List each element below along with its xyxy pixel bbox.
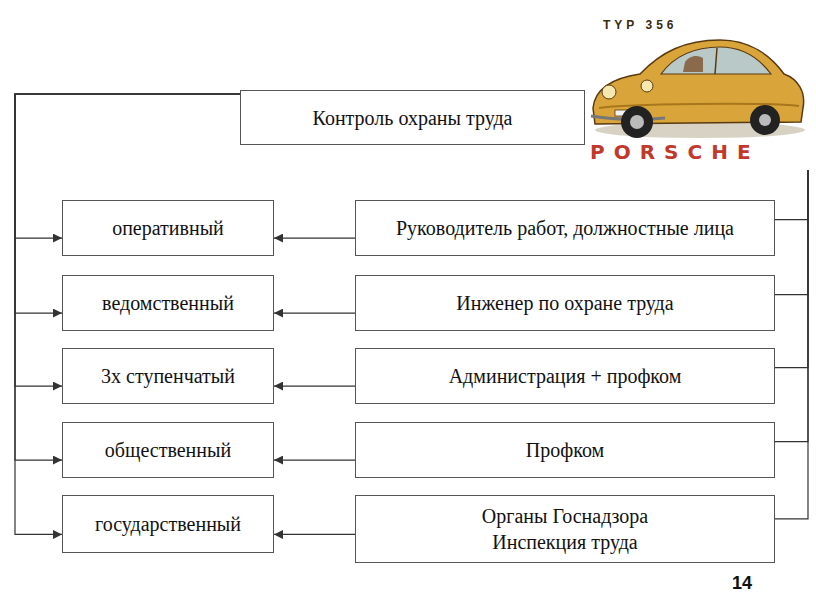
- responsible-box: Руководитель работ, должностные лица: [355, 200, 775, 256]
- wheel: [750, 105, 780, 135]
- illustration-ground: [585, 12, 810, 170]
- root-box: Контроль охраны труда: [240, 90, 585, 145]
- page-number: 14: [732, 573, 752, 594]
- box-label: ведомственный: [102, 290, 234, 316]
- responsible-box: Профком: [355, 422, 775, 478]
- headlight: [641, 80, 653, 92]
- connector-line: [274, 312, 355, 313]
- box-label: 3х ступенчатый: [101, 363, 235, 389]
- control-type-box: ведомственный: [62, 275, 274, 331]
- responsible-box: Инженер по охране труда: [355, 275, 775, 331]
- window-pillar: [715, 48, 717, 74]
- box-label: Инженер по охране труда: [456, 290, 673, 316]
- control-type-box: 3х ступенчатый: [62, 348, 274, 404]
- connector-line: [274, 237, 355, 238]
- box-label: оперативный: [112, 215, 224, 241]
- wheel: [621, 106, 653, 138]
- image-caption: TYP 356: [603, 18, 677, 32]
- box-label: общественный: [105, 437, 231, 463]
- connector-line: [274, 459, 355, 460]
- wheel-hub: [630, 115, 644, 129]
- box-label: Администрация + профком: [449, 363, 682, 389]
- responsible-box: Администрация + профком: [355, 348, 775, 404]
- driver-figure: [683, 56, 703, 72]
- connector-line: [274, 534, 355, 535]
- control-type-box: общественный: [62, 422, 274, 478]
- car-window: [661, 47, 771, 74]
- connector-line: [274, 385, 355, 386]
- headlight: [602, 85, 616, 99]
- control-type-box: оперативный: [62, 200, 274, 256]
- wheel-hub: [759, 114, 771, 126]
- box-label: Профком: [526, 437, 604, 463]
- box-label: Контроль охраны труда: [313, 105, 513, 131]
- box-label: государственный: [95, 511, 241, 537]
- control-type-box: государственный: [62, 495, 274, 553]
- box-label: Руководитель работ, должностные лица: [396, 215, 734, 241]
- responsible-box: Органы Госнадзора Инспекция труда: [355, 495, 775, 563]
- box-label: Органы Госнадзора Инспекция труда: [450, 503, 680, 555]
- brand-lettering: PORSCHE: [590, 140, 760, 164]
